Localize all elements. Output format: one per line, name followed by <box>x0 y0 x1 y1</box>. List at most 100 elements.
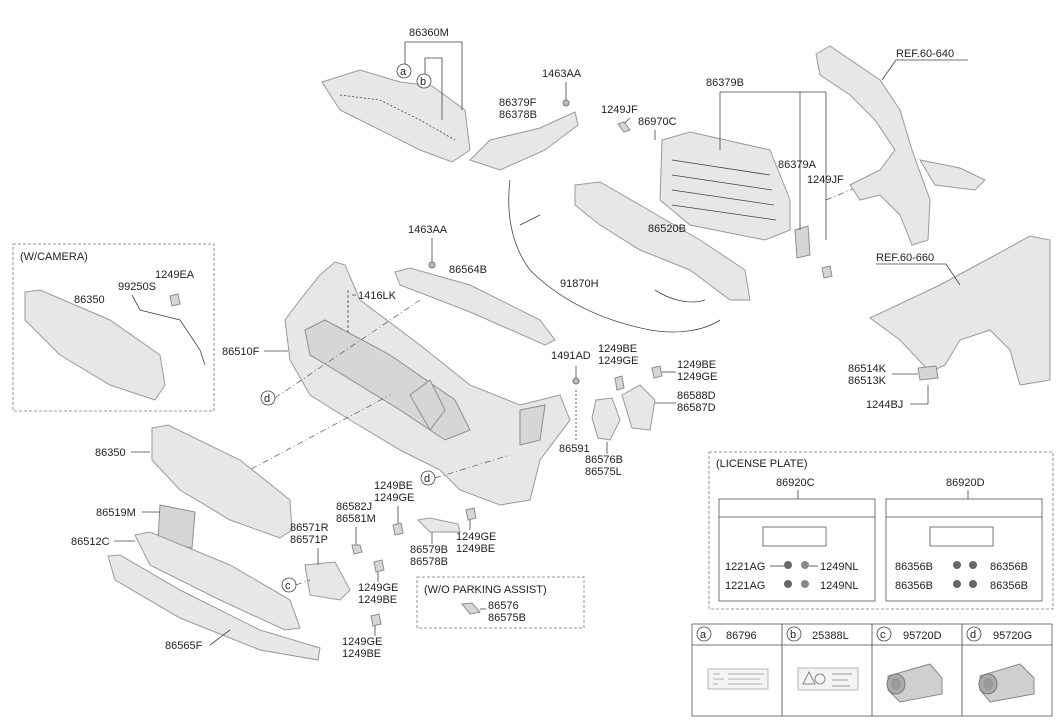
legend-part-b: 25388L <box>812 630 849 642</box>
legend-part-d: 95720G <box>993 630 1032 642</box>
legend-marker-c <box>876 626 892 642</box>
label-86379f: 86379F <box>499 97 537 109</box>
legend-marker-d <box>966 626 982 642</box>
marker-d-2 <box>420 470 436 486</box>
label-1249ge-f: 1249GE <box>456 531 496 543</box>
label-86350: 86350 <box>95 447 126 459</box>
label-86588d: 86588D <box>677 390 716 402</box>
wiring-91870h <box>508 179 721 333</box>
marker-a-letter: a <box>400 66 407 78</box>
label-86379b: 86379B <box>706 77 744 89</box>
plate-86920c-window <box>762 526 827 547</box>
label-86356b-a: 86356B <box>895 561 933 573</box>
screw-1221ag-b <box>784 580 792 588</box>
marker-d-1-letter: d <box>264 393 270 405</box>
leader-ref-640 <box>881 59 897 81</box>
bolt-1249ge-e <box>370 613 382 627</box>
label-1249ge-a: 1249GE <box>598 355 638 367</box>
marker-d-2-letter: d <box>424 473 430 485</box>
label-1249be-c: 1249BE <box>374 480 413 492</box>
grille-86350-camera <box>24 289 166 401</box>
label-86579b: 86579B <box>410 544 448 556</box>
label-86920d: 86920D <box>946 477 985 489</box>
leader-86379b <box>719 91 827 240</box>
front-bumper-86510f <box>284 261 571 506</box>
label-1249ge-d: 1249GE <box>358 582 398 594</box>
marker-d-1 <box>260 390 276 406</box>
label-86512c: 86512C <box>71 536 110 548</box>
parts-legend-table: a 86796 b 25388L c 95720D d 95720G <box>691 623 1053 717</box>
label-1249jf-a: 1249JF <box>601 104 638 116</box>
label-86356b-c: 86356B <box>990 561 1028 573</box>
label-86520b: 86520B <box>648 223 686 235</box>
label-86513k: 86513K <box>848 375 887 387</box>
label-1249nl-a: 1249NL <box>820 561 859 573</box>
label-86565f: 86565F <box>165 640 203 652</box>
label-ref-60-640: REF.60-640 <box>896 48 954 60</box>
label-86514k: 86514K <box>848 363 887 375</box>
legend-letter-a: a <box>700 629 707 641</box>
label-1249ea: 1249EA <box>155 269 195 281</box>
label-1491ad: 1491AD <box>551 350 591 362</box>
label-86970c: 86970C <box>638 116 677 128</box>
bracket-86579b <box>416 517 461 533</box>
legend-part-a: 86796 <box>726 630 757 642</box>
legend-parking-sensor-d <box>978 663 1035 703</box>
dash-grille <box>239 394 391 476</box>
screw-86356b-d <box>969 580 977 588</box>
no-parking-assist-box <box>416 576 585 629</box>
plate-86920d-window <box>929 526 994 547</box>
label-1249ge-e: 1249GE <box>342 636 382 648</box>
legend-letter-c: c <box>880 629 886 641</box>
label-91870h: 91870H <box>560 278 599 290</box>
screw-1249nl-b <box>801 580 809 588</box>
lower-grille-86512c <box>134 531 301 631</box>
label-1249nl-b: 1249NL <box>820 580 859 592</box>
label-86519m: 86519M <box>96 507 136 519</box>
label-1249jf-b: 1249JF <box>807 174 844 186</box>
label-86581m: 86581M <box>336 513 376 525</box>
grille-86350 <box>151 424 293 539</box>
bracket-86582j <box>351 544 363 555</box>
legend-letter-b: b <box>790 629 796 641</box>
label-86920c: 86920C <box>776 477 815 489</box>
bolt-1249ea <box>169 293 181 307</box>
bracket-86519m <box>157 504 196 549</box>
bracket-86571r <box>304 561 351 601</box>
dash-d <box>434 454 511 479</box>
label-99250s: 99250S <box>118 281 156 293</box>
legend-marker-a <box>696 626 712 642</box>
legend-warning-icon <box>814 673 826 685</box>
air-flap-86379b <box>659 131 811 259</box>
label-1249be-f: 1249BE <box>456 543 495 555</box>
leader-ref-660 <box>945 263 961 286</box>
label-1249be-a: 1249BE <box>598 343 637 355</box>
label-1249be-d: 1249BE <box>358 594 397 606</box>
air-guide-86379f <box>469 111 579 171</box>
label-86379a: 86379A <box>778 159 817 171</box>
screw-86356b-a <box>953 561 961 569</box>
marker-a <box>396 63 412 79</box>
label-86378b: 86378B <box>499 109 537 121</box>
plate-86920c <box>718 498 876 602</box>
label-1463aa-top: 1463AA <box>542 68 582 80</box>
label-w-camera: (W/CAMERA) <box>20 251 88 263</box>
plate-86920d <box>885 498 1043 602</box>
bolt-1249be-b <box>651 365 663 379</box>
skid-plate-86565f <box>107 554 321 661</box>
label-1249ge-b: 1249GE <box>677 371 717 383</box>
label-1463aa-mid: 1463AA <box>408 224 448 236</box>
label-86571r: 86571R <box>290 522 329 534</box>
legend-parking-sensor-c <box>886 663 943 703</box>
bolt-1249be-a <box>614 375 625 391</box>
bracket-86514k <box>917 365 939 381</box>
legend-warning-lines <box>832 673 852 687</box>
label-license-plate: (LICENSE PLATE) <box>716 458 808 470</box>
label-86360m: 86360M <box>409 27 449 39</box>
label-1249ge-c: 1249GE <box>374 492 414 504</box>
label-1221ag-a: 1221AG <box>725 561 765 573</box>
marker-b-letter: b <box>420 76 426 88</box>
bracket-86564b <box>394 267 556 346</box>
bolt-1249be-c <box>392 522 404 536</box>
